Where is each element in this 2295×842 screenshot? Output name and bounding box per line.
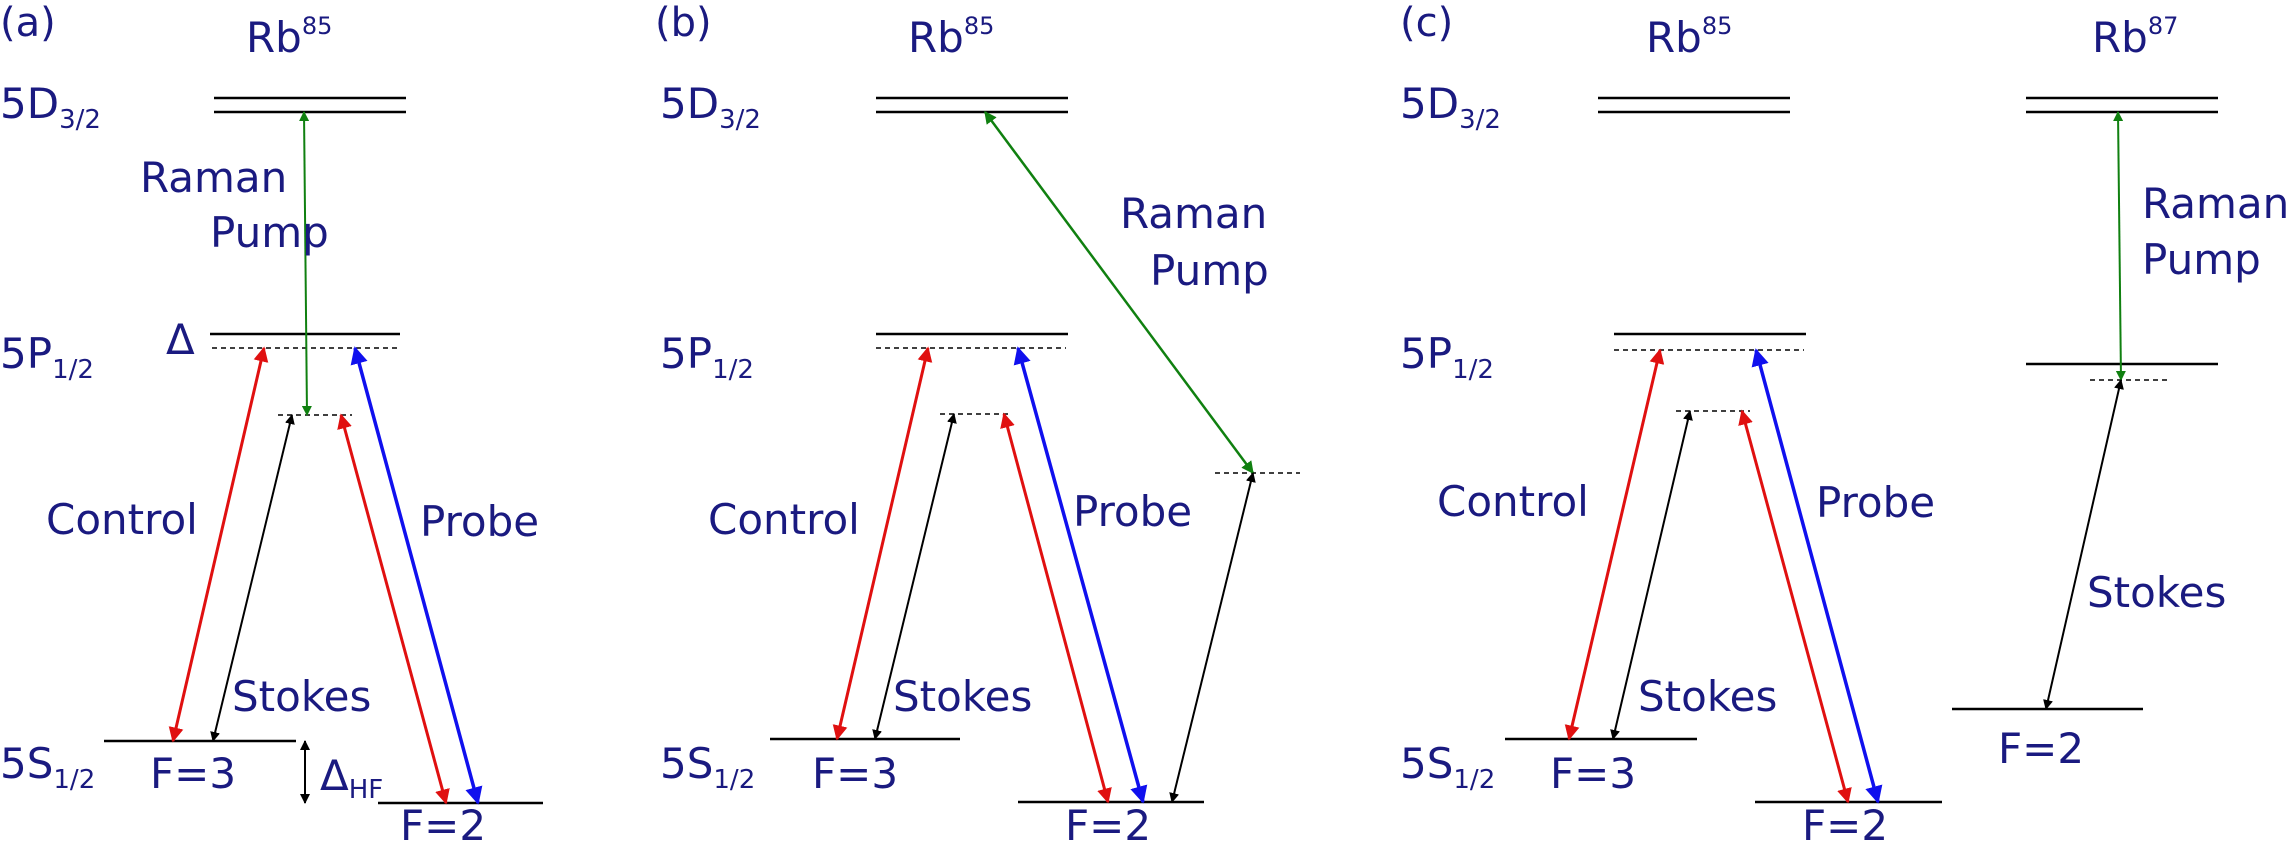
probe-label: Probe	[1073, 487, 1192, 536]
stokes-arrow	[1610, 410, 1693, 740]
probe-arrow	[1013, 346, 1148, 804]
probe-arrow	[350, 346, 483, 805]
raman-pump-arrow	[299, 111, 312, 416]
stokes-arrow	[872, 413, 957, 740]
stokes-arrow	[210, 414, 295, 742]
level-label-5s: 5S1/2	[660, 739, 755, 795]
control-arrow	[1738, 409, 1852, 804]
raman-pump-arrow	[983, 110, 1255, 475]
atom-label: Rb87	[2092, 12, 2178, 62]
level-label-5d: 5D3/2	[0, 79, 101, 135]
stokes-arrow	[2043, 379, 2124, 710]
level-label-5d: 5D3/2	[1400, 79, 1501, 135]
panel-a: (a) Rb85 5D3/2 5P1/2 5S1/2 Δ F=3 F=2 ΔHF…	[0, 0, 543, 842]
f2-rb87-label: F=2	[1998, 724, 2084, 773]
pump-label: Pump	[2142, 235, 2261, 284]
control-label: Control	[708, 495, 860, 544]
stokes-label: Stokes	[232, 672, 371, 721]
probe-label: Probe	[420, 497, 539, 546]
control-label: Control	[1437, 477, 1589, 526]
raman-label: Raman	[2142, 179, 2289, 228]
level-label-5s: 5S1/2	[0, 739, 95, 795]
stokes-label: Stokes	[2087, 568, 2226, 617]
f3-label: F=3	[1550, 749, 1636, 798]
raman-label: Raman	[1120, 189, 1267, 238]
probe-arrow	[1751, 348, 1883, 804]
panel-c-label: (c)	[1400, 0, 1453, 46]
panel-a-label: (a)	[0, 0, 56, 46]
f3-label: F=3	[812, 749, 898, 798]
panel-c: (c) Rb85 Rb87 5D3/2 5P1/2 5S1/2 F=3 F=2 …	[1400, 0, 2289, 842]
control-label: Control	[46, 495, 198, 544]
control-arrow	[1000, 412, 1112, 804]
level-label-5p: 5P1/2	[1400, 329, 1494, 385]
control-arrow	[337, 413, 450, 805]
pump-label: Pump	[210, 208, 329, 257]
f2-label: F=2	[1802, 801, 1888, 842]
stokes-arrow	[1169, 472, 1256, 803]
atom-label: Rb85	[908, 12, 994, 62]
raman-label: Raman	[140, 153, 287, 202]
f2-label: F=2	[400, 801, 486, 842]
f2-label: F=2	[1065, 801, 1151, 842]
pump-label: Pump	[1150, 246, 1269, 295]
panel-b-label: (b)	[655, 0, 712, 46]
level-label-5s: 5S1/2	[1400, 739, 1495, 795]
delta-label: Δ	[166, 315, 195, 364]
level-label-5d: 5D3/2	[660, 79, 761, 135]
f3-label: F=3	[150, 749, 236, 798]
panel-b: (b) Rb85 5D3/2 5P1/2 5S1/2 F=3 F=2 Raman…	[655, 0, 1300, 842]
atom-label: Rb85	[246, 12, 332, 62]
delta-hf-label: ΔHF	[320, 751, 383, 805]
raman-pump-arrow	[2113, 111, 2126, 381]
level-label-5p: 5P1/2	[0, 329, 94, 385]
stokes-label: Stokes	[1638, 672, 1777, 721]
stokes-label: Stokes	[893, 672, 1032, 721]
atom-label: Rb85	[1646, 12, 1732, 62]
level-label-5p: 5P1/2	[660, 329, 754, 385]
probe-label: Probe	[1816, 478, 1935, 527]
